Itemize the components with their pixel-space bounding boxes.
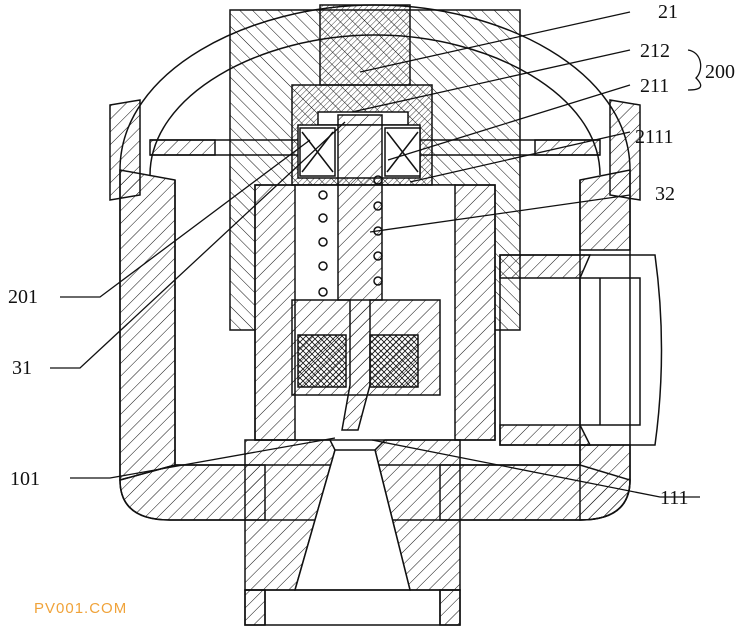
label-31: 31: [12, 357, 32, 379]
compression-spring: [318, 175, 383, 297]
label-101: 101: [10, 468, 40, 490]
side-outlet-port: [499, 254, 663, 446]
label-201: 201: [8, 286, 38, 308]
label-200: 200: [705, 61, 735, 83]
outer-housing: [109, 4, 641, 521]
label-32: 32: [655, 183, 675, 205]
valve-seat-nozzle: [244, 439, 461, 626]
seal-holder: [291, 299, 441, 396]
watermark: PV001.COM: [34, 600, 128, 617]
leader-lines: [50, 11, 700, 498]
bracket-200: [687, 49, 702, 91]
label-21: 21: [658, 1, 678, 23]
label-211: 211: [640, 75, 669, 97]
label-111: 111: [660, 487, 689, 509]
label-2111: 2111: [635, 126, 674, 148]
label-212: 212: [640, 40, 670, 62]
